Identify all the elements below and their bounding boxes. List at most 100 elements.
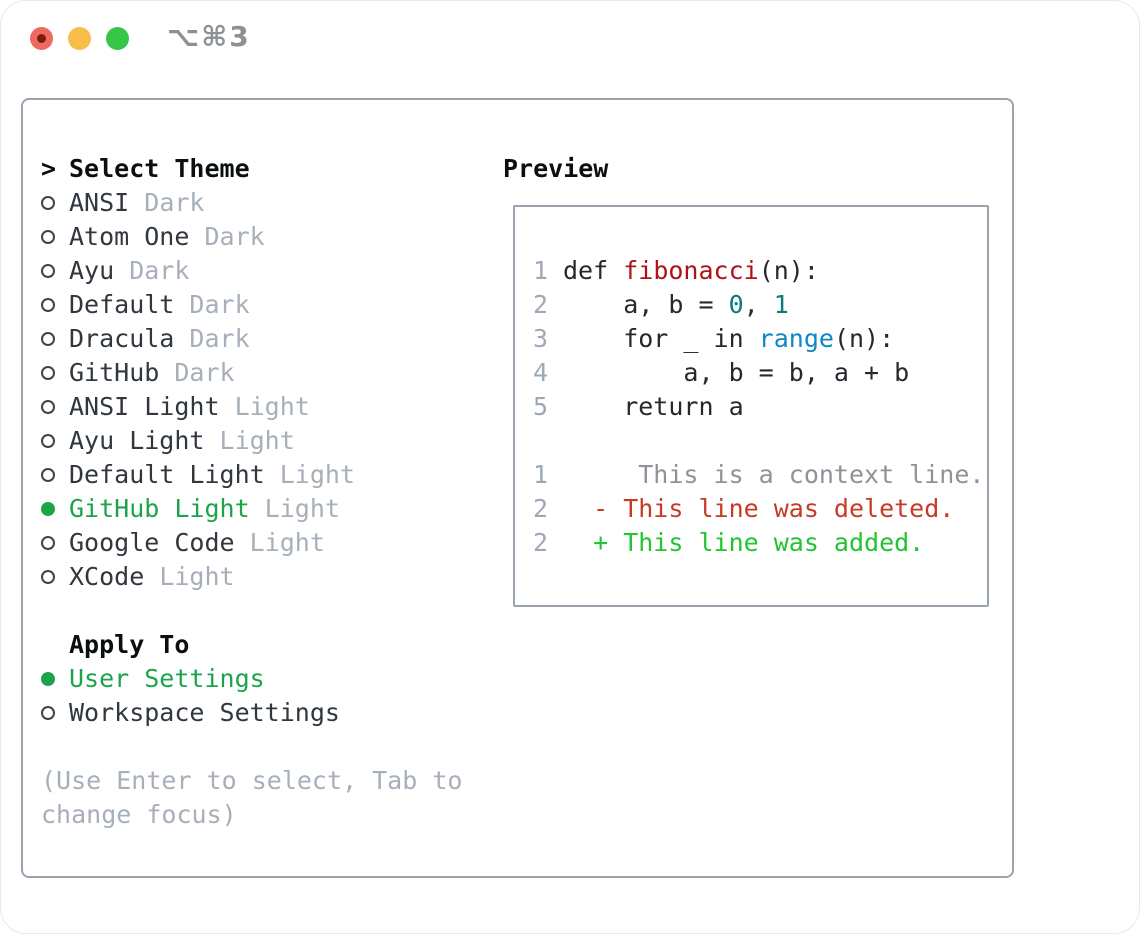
theme-item-label: Google Code (69, 528, 235, 557)
radio-icon (41, 400, 55, 414)
radio-column (41, 434, 69, 448)
preview-line-4: 4 a, b = b, a + b (533, 356, 987, 390)
theme-item-ansi[interactable]: ANSI Dark (41, 186, 355, 220)
code-segment: - This line was deleted. (563, 494, 955, 523)
preview-line-5: 5 return a (533, 390, 987, 424)
radio-icon (41, 230, 55, 244)
code-segment: fibonacci (623, 256, 759, 285)
zoom-button[interactable] (106, 27, 129, 50)
line-number: 2 (533, 290, 549, 319)
line-content: This is a context line. (563, 458, 984, 492)
code-segment: return a (563, 392, 744, 421)
theme-item-default[interactable]: Default Dark (41, 288, 355, 322)
code-segment: , (743, 290, 774, 319)
theme-list-title: Select Theme (69, 154, 250, 183)
radio-selected-icon (41, 502, 55, 516)
theme-item-label: Dracula (69, 324, 175, 353)
theme-item-default-light[interactable]: Default Light Light (41, 458, 355, 492)
theme-variant-tag: Dark (159, 358, 235, 387)
close-button[interactable] (30, 27, 53, 50)
code-segment: This is a context line. (563, 460, 985, 489)
radio-column (41, 672, 69, 686)
window-titlebar: ⌥⌘3 (1, 1, 1139, 75)
code-segment: + This line was added. (563, 528, 925, 557)
theme-variant-tag: Light (264, 460, 355, 489)
radio-column (41, 230, 69, 244)
preview-line-3: 3 for _ in range(n): (533, 322, 987, 356)
radio-icon (41, 332, 55, 346)
radio-icon (41, 366, 55, 380)
theme-item-label: XCode (69, 562, 145, 591)
radio-column (41, 536, 69, 550)
radio-column (41, 706, 69, 720)
theme-variant-tag: Dark (189, 222, 265, 251)
theme-item-label: ANSI Light (69, 392, 220, 421)
preview-line-2: 2 a, b = 0, 1 (533, 288, 987, 322)
code-segment: for _ in (563, 324, 759, 353)
theme-variant-tag: Dark (129, 188, 205, 217)
theme-variant-tag: Light (234, 528, 325, 557)
theme-variant-tag: Dark (174, 290, 250, 319)
theme-item-ayu-light[interactable]: Ayu Light Light (41, 424, 355, 458)
preview-heading: Preview (503, 154, 609, 183)
theme-item-atom-one[interactable]: Atom One Dark (41, 220, 355, 254)
code-segment: (n): (758, 256, 819, 285)
code-segment: range (758, 324, 834, 353)
theme-item-label: GitHub (69, 358, 160, 387)
minimize-button[interactable] (68, 27, 91, 50)
radio-icon (41, 570, 55, 584)
theme-item-github-light[interactable]: GitHub Light Light (41, 492, 355, 526)
radio-icon (41, 706, 55, 720)
apply-to-heading: Apply To (41, 628, 340, 662)
line-content: a, b = 0, 1 (563, 288, 789, 322)
radio-icon (41, 298, 55, 312)
radio-column (41, 502, 69, 516)
apply-to-heading-spacer (41, 628, 69, 662)
line-number (533, 424, 563, 458)
code-segment: a, b = (563, 290, 729, 319)
line-content: + This line was added. (563, 526, 924, 560)
radio-column (41, 298, 69, 312)
preview-line-9: 2 + This line was added. (533, 526, 987, 560)
code-segment: (n): (833, 324, 895, 353)
radio-icon (41, 264, 55, 278)
apply-option-user-settings[interactable]: User Settings (41, 662, 340, 696)
theme-variant-tag: Light (144, 562, 235, 591)
theme-item-xcode[interactable]: XCode Light (41, 560, 355, 594)
radio-column (41, 468, 69, 482)
theme-variant-tag: Light (219, 392, 310, 421)
theme-item-label: GitHub Light (69, 494, 250, 523)
line-content: a, b = b, a + b (563, 356, 909, 390)
theme-item-ansi-light[interactable]: ANSI Light Light (41, 390, 355, 424)
line-number: 1 (533, 256, 549, 285)
radio-column (41, 366, 69, 380)
radio-selected-icon (41, 672, 55, 686)
preview-line-8: 2 - This line was deleted. (533, 492, 987, 526)
window-title: ⌥⌘3 (167, 20, 251, 53)
theme-item-label: Ayu (69, 256, 115, 285)
preview-line-7: 1 This is a context line. (533, 458, 987, 492)
code-segment: 1 (773, 290, 789, 319)
theme-item-dracula[interactable]: Dracula Dark (41, 322, 355, 356)
theme-item-github[interactable]: GitHub Dark (41, 356, 355, 390)
radio-column (41, 264, 69, 278)
radio-column (41, 400, 69, 414)
hint-text: (Use Enter to select, Tab to change focu… (41, 766, 463, 829)
line-number: 3 (533, 324, 549, 353)
radio-column (41, 570, 69, 584)
theme-item-google-code[interactable]: Google Code Light (41, 526, 355, 560)
theme-item-ayu[interactable]: Ayu Dark (41, 254, 355, 288)
apply-option-workspace-settings[interactable]: Workspace Settings (41, 696, 340, 730)
apply-option-label: User Settings (69, 664, 265, 693)
preview-line-6 (533, 424, 987, 458)
radio-icon (41, 196, 55, 210)
theme-variant-tag: Dark (174, 324, 250, 353)
theme-variant-tag: Light (249, 494, 340, 523)
line-content: - This line was deleted. (563, 492, 954, 526)
theme-item-label: Ayu Light (69, 426, 205, 455)
theme-list-heading: >Select Theme (41, 152, 355, 186)
